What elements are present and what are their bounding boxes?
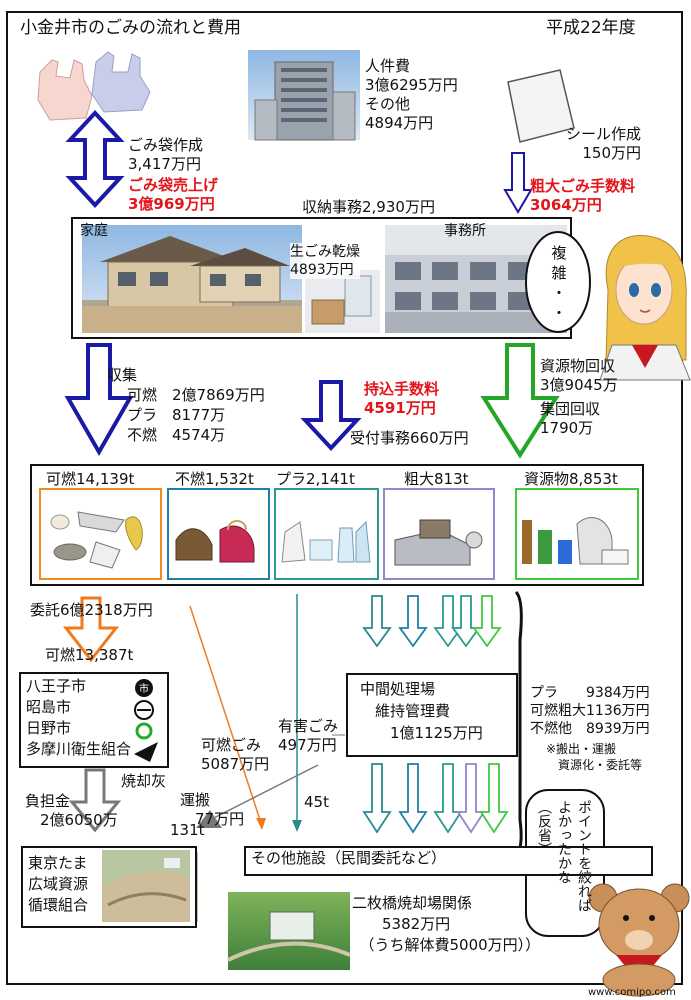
- category-burnable-label: 可燃14,139t: [46, 470, 135, 488]
- seal-sticker-image: [507, 69, 575, 143]
- category-nonburnable-label: 不燃1,532t: [175, 470, 254, 488]
- teddy-bear-image: [588, 883, 690, 997]
- ash-arrow-head: [196, 810, 222, 828]
- intermediate-cost-label: 中間処理場 維持管理費 1億1125万円: [360, 680, 483, 742]
- bringin-down-arrow: [300, 380, 362, 451]
- oversize-fee-label: 粗大ごみ手数料 3064万円: [530, 177, 636, 214]
- labor-cost-label: 人件費 3億6295万円 その他 4894万円: [365, 57, 458, 132]
- group-collect-label: 集団回収 1790万: [540, 400, 601, 437]
- hazard-tons-label: 45t: [304, 793, 329, 811]
- category-burnable: [39, 488, 162, 580]
- home-label: 家庭: [80, 223, 108, 239]
- seal-down-arrow: [503, 152, 533, 214]
- category-resources-label: 資源物8,853t: [524, 470, 618, 488]
- category-oversize: [383, 488, 495, 580]
- reception-admin-label: 受付事務660万円: [350, 429, 469, 447]
- other-facility-label: その他施設（民間委託など）: [251, 849, 447, 867]
- burden-cost-label: 負担金 2億6050万: [25, 792, 118, 829]
- ash-label: 焼却灰: [121, 772, 167, 790]
- to-other-facility-arrows: [362, 763, 509, 834]
- anime-girl-image: [599, 234, 691, 381]
- category-oversize-label: 粗大813t: [404, 470, 469, 488]
- burnable-tons-label: 可燃13,387t: [45, 646, 134, 664]
- outer-frame: [6, 11, 683, 985]
- city-hall-image: [248, 50, 360, 141]
- bag-sales-label: ごみ袋売上げ 3億969万円: [128, 176, 219, 213]
- collection-label: 収集: [107, 366, 138, 384]
- cities-label: 八王子市 昭島市 日野市 多摩川衛生組合: [26, 677, 132, 758]
- garbage-dry-label: 生ごみ乾燥 4893万円: [290, 243, 360, 279]
- plastic-bags-image: [37, 51, 151, 121]
- girl-speech-bubble: [525, 231, 591, 333]
- collect-plastic-cost: プラ 8177万: [127, 406, 226, 424]
- collect-burnable-cost: 可燃 2億7869万円: [127, 386, 265, 404]
- resource-down-arrow: [480, 343, 560, 459]
- outsourced-note-label: ※搬出・運搬 資源化・委託等: [546, 742, 643, 772]
- ash-flow-line: [199, 764, 319, 826]
- office-label: 事務所: [444, 223, 486, 239]
- burnable-other-cost: 可燃ごみ 5087万円: [201, 736, 270, 773]
- bag-double-arrow: [65, 110, 125, 208]
- transport-cost-label: 運搬 77万円: [180, 791, 245, 828]
- entrust-down-arrow: [62, 596, 120, 663]
- to-intermediate-arrows: [362, 595, 502, 648]
- watermark: www.comipo.com: [588, 987, 676, 998]
- girl-speech-text: 複 雑 ・ ・: [551, 244, 567, 322]
- outsourced-costs-label: プラ 9384万円 可燃粗大1136万円 不燃他 8939万円: [530, 685, 650, 737]
- page-title: 小金井市のごみの流れと費用: [20, 18, 241, 38]
- other-facility-box: [244, 846, 653, 876]
- collection-down-arrow: [64, 343, 134, 457]
- garbage-dryer-image: [305, 270, 380, 333]
- burden-down-arrow: [68, 768, 122, 833]
- intermediate-facility-box: [346, 673, 518, 757]
- collection-admin-label: 収納事務2,930万円: [302, 198, 435, 216]
- seal-make-cost-label: シール作成 150万円: [566, 125, 642, 162]
- ash-tons-label: 131t: [170, 821, 205, 839]
- bear-speech-text: ポイントを絞れば よかったかな （反省）: [536, 800, 592, 912]
- resource-collect-label: 資源物回収 3億9045万: [540, 357, 618, 394]
- collect-nonburnable-cost: 不燃 4574万: [127, 426, 226, 444]
- fiscal-year: 平成22年度: [546, 18, 636, 38]
- category-plastic: [274, 488, 379, 580]
- burnable-flow-line: [189, 605, 263, 827]
- hazard-cost-label: 有害ごみ 497万円: [278, 717, 339, 754]
- entrust-cost-label: 委託6億2318万円: [30, 601, 153, 619]
- incinerator-site-image: [227, 892, 351, 970]
- nimaibashi-cost-label: 二枚橋焼却場関係 5382万円 （うち解体費5000万円））: [352, 894, 541, 954]
- tokyo-tama-label: 東京たま 広域資源 循環組合: [28, 854, 89, 914]
- house-image: [82, 225, 302, 333]
- category-plastic-label: プラ2,141t: [276, 470, 355, 488]
- bringin-fee-label: 持込手数料 4591万円: [364, 380, 440, 417]
- category-resources: [515, 488, 639, 580]
- category-nonburnable: [167, 488, 270, 580]
- categories-frame: [30, 464, 644, 586]
- bag-make-cost-label: ごみ袋作成 3,417万円: [128, 136, 204, 173]
